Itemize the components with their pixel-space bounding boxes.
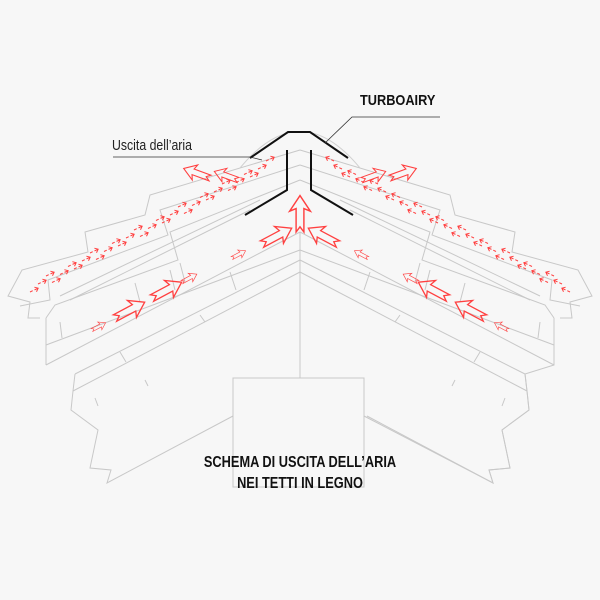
small-airflow-arrow: [478, 236, 490, 247]
small-airflow-arrow: [132, 223, 144, 233]
airflow-arrow-up: [288, 194, 312, 233]
airflow-arrow: [229, 246, 248, 263]
small-airflow-arrow: [248, 170, 260, 180]
small-airflow-arrow: [88, 246, 100, 256]
diagram-caption: SCHEMA DI USCITA DELL’ARIA NEI TETTI IN …: [60, 452, 540, 494]
small-airflow-arrow: [66, 259, 78, 270]
small-airflow-arrow: [464, 231, 476, 241]
roof-right-half: [299, 149, 593, 484]
airflow-arrow: [492, 318, 511, 335]
small-airflow-arrow: [36, 277, 48, 287]
small-airflow-arrow: [28, 285, 40, 295]
small-airflow-arrow: [472, 239, 484, 249]
small-airflow-arrow: [340, 170, 352, 180]
small-airflow-arrow: [442, 221, 454, 232]
exit-arrow: [180, 160, 214, 187]
airflow-arrow: [89, 318, 108, 335]
exit-arrow: [359, 164, 389, 188]
small-airflow-arrow: [110, 236, 122, 247]
exit-arrow: [211, 164, 241, 188]
leader-lines: [113, 116, 440, 161]
ridge-beam: [232, 232, 555, 488]
small-airflow-arrow: [456, 223, 468, 233]
small-airflow-arrow: [560, 285, 572, 295]
airflow-arrow: [256, 219, 297, 254]
small-airflow-arrow: [508, 254, 520, 264]
airflow-arrow: [303, 219, 344, 254]
small-airflow-arrow: [116, 239, 128, 249]
small-airflow-arrow: [522, 259, 534, 270]
small-airflow-arrow: [256, 162, 268, 172]
small-airflow-arrow: [500, 246, 512, 256]
turboairy-ridge-vent: [244, 131, 354, 216]
small-airflow-arrow: [102, 244, 114, 255]
small-airflow-arrow: [44, 269, 56, 279]
caption-line-2: NEI TETTI IN LEGNO: [237, 475, 363, 492]
small-airflow-arrow: [190, 198, 202, 209]
small-airflow-arrow: [182, 206, 194, 217]
small-airflow-arrow: [420, 208, 432, 218]
small-airflow-arrow: [538, 275, 550, 286]
small-airflow-arrow: [398, 198, 410, 209]
caption-line-1: SCHEMA DI USCITA DELL’ARIA: [203, 454, 397, 471]
small-airflow-arrow: [552, 277, 564, 287]
airflow-arrow: [352, 246, 371, 263]
small-airflow-arrow: [486, 244, 498, 255]
small-airflow-arrow: [212, 185, 224, 195]
small-airflow-arrow: [146, 221, 158, 232]
small-airflow-arrow: [242, 167, 254, 178]
turboairy-label: TURBOAIRY: [360, 92, 436, 109]
small-airflow-arrow: [450, 229, 462, 240]
small-airflow-arrow: [406, 206, 418, 217]
small-airflow-arrow: [332, 162, 344, 172]
small-airflow-arrow: [376, 185, 388, 195]
small-airflow-arrow: [124, 231, 136, 241]
small-airflow-arrow: [50, 275, 62, 286]
small-airflow-arrow: [80, 254, 92, 264]
exit-arrow: [386, 160, 420, 187]
roof-left-half: [7, 149, 301, 484]
small-airflow-arrow: [168, 208, 180, 218]
air-exit-label: Uscita dell’aria: [112, 137, 192, 154]
small-airflow-arrow: [138, 229, 150, 240]
small-airflow-arrow: [346, 167, 358, 178]
small-airflow-arrow: [544, 269, 556, 279]
